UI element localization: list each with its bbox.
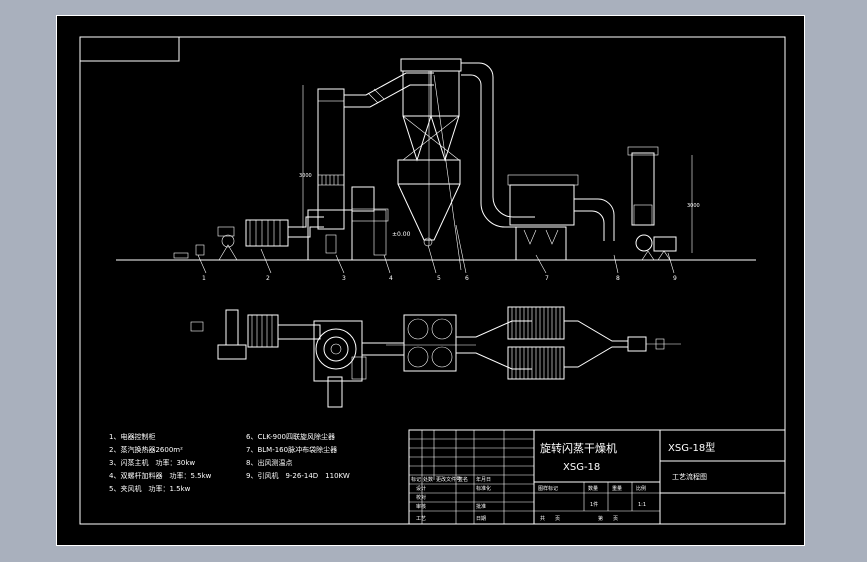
title-block: 旋转闪蒸干燥机 XSG-18 XSG-18型 工艺流程图 标记 处数 更改文件号… [408, 429, 786, 525]
plan-view [190, 306, 681, 408]
legend-item-8: 8、出风测温点 [246, 458, 292, 467]
approve-label: 批准 [476, 503, 486, 510]
outer-border [56, 15, 805, 546]
std-label: 标准化 [476, 485, 491, 492]
legend-item-2: 2、蒸汽换热器2600m² [109, 445, 183, 454]
drawing-sheet: 3000 3000 ±0.00 1 2 3 4 5 6 7 8 9 1、电器控制… [56, 15, 805, 546]
col-doc: 更改文件号 [436, 476, 461, 483]
sheet-total: 共 页 [540, 515, 560, 522]
legend-item-7: 7、BLM-160脉冲布袋除尘器 [246, 445, 337, 454]
stage-weight: 重量 [612, 485, 622, 492]
legend: 1、电器控制柜 2、蒸汽换热器2600m² 3、闪蒸主机 功率：30kw 4、双… [109, 432, 350, 493]
equip-no-6: 6 [465, 275, 469, 282]
legend-item-3: 3、闪蒸主机 功率：30kw [109, 458, 195, 467]
drawing-name: 工艺流程图 [672, 472, 707, 481]
corner-box [79, 36, 180, 62]
col-sign: 签名 [458, 476, 468, 483]
legend-item-5: 5、夹风机 功率：1.5kw [109, 484, 191, 493]
legend-item-1: 1、电器控制柜 [109, 432, 155, 441]
drawing-model: XSG-18 [563, 462, 600, 473]
equip-no-9: 9 [673, 275, 677, 282]
date-label: 日期 [476, 516, 486, 522]
col-date: 年月日 [476, 476, 491, 483]
sign-check: 校对 [416, 494, 426, 501]
equip-no-3: 3 [342, 275, 346, 282]
ratio-value: 1:1 [638, 502, 646, 508]
sign-design: 设计 [416, 485, 426, 492]
equip-no-5: 5 [437, 275, 441, 282]
stage-mark: 图样标记 [538, 485, 558, 492]
datum-label: ±0.00 [392, 231, 411, 238]
legend-item-4: 4、双螺杆加料器 功率：5.5kw [109, 471, 212, 480]
equip-no-7: 7 [545, 275, 549, 282]
equip-no-1: 1 [202, 275, 206, 282]
stage-ratio: 比例 [636, 485, 646, 492]
col-count: 处数 [423, 476, 433, 483]
equip-no-4: 4 [389, 275, 393, 282]
equip-no-2: 2 [266, 275, 270, 282]
model-type: XSG-18型 [668, 441, 715, 454]
elevation-view [116, 58, 756, 274]
stage-qty: 数量 [588, 485, 598, 492]
equip-no-8: 8 [616, 275, 620, 282]
dim-right: 3000 [687, 203, 700, 209]
sign-review: 审核 [416, 503, 426, 510]
legend-item-6: 6、CLK-900四联旋风除尘器 [246, 432, 335, 441]
col-mark: 标记 [411, 476, 421, 483]
drawing-title: 旋转闪蒸干燥机 [540, 441, 617, 455]
process-flow-drawing: 3000 3000 ±0.00 1 2 3 4 5 6 7 8 9 1、电器控制… [56, 15, 805, 546]
quantity-value: 1件 [590, 501, 598, 508]
legend-item-9: 9、引风机 9-26-14D 110KW [246, 471, 350, 480]
dim-left: 3000 [299, 173, 312, 179]
sign-process: 工艺 [416, 516, 426, 522]
sheet-number: 第 页 [598, 515, 618, 522]
